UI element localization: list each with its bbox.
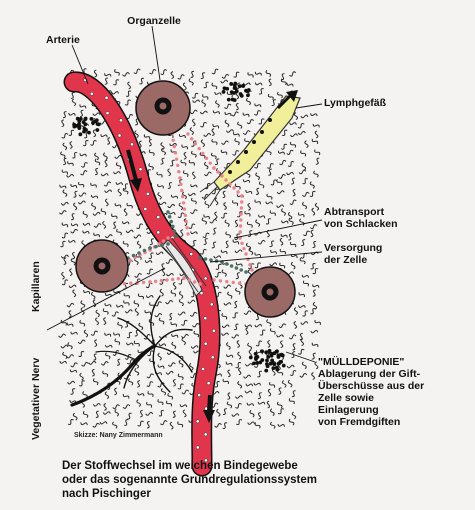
label-muelldeponie-line3: Überschüsse aus der [318, 380, 424, 392]
label-muelldeponie-title: "MÜLLDEPONIE" [318, 356, 404, 368]
label-organzelle: Organzelle [127, 15, 181, 27]
organ-cell-top [136, 81, 190, 135]
label-versorgung-line2: der Zelle [324, 254, 367, 266]
label-muelldeponie-line4: Zelle sowie [318, 392, 374, 404]
caption-line1: Der Stoffwechsel im weichen Bindegewebe [62, 459, 298, 473]
caption-line3: nach Pischinger [62, 487, 151, 501]
sketch-credit: Skizze: Nany Zimmermann [74, 432, 163, 439]
label-lymphgefaess: Lymphgefäß [324, 97, 386, 109]
label-vegetativer-nerv: Vegetativer Nerv [30, 358, 42, 440]
label-abtransport-line2: von Schlacken [324, 218, 398, 230]
label-muelldeponie-line2: Ablagerung der Gift- [318, 368, 420, 380]
organ-cell-right [245, 267, 295, 317]
caption-line2: oder das sogenannte Grundregulationssyst… [62, 473, 317, 487]
label-muelldeponie-line5: Einlagerung [318, 404, 379, 416]
label-arterie: Arterie [46, 34, 80, 46]
vegetative-nerve [72, 296, 192, 405]
flow-arrow-lower [209, 395, 210, 412]
label-muelldeponie-line6: von Fremdgiften [318, 416, 400, 428]
organ-cell-left [76, 240, 128, 292]
lymph-vessel [200, 90, 300, 206]
label-kapillaren: Kapillaren [30, 261, 42, 312]
label-abtransport-line1: Abtransport [324, 206, 384, 218]
label-versorgung-line1: Versorgung [324, 242, 382, 254]
